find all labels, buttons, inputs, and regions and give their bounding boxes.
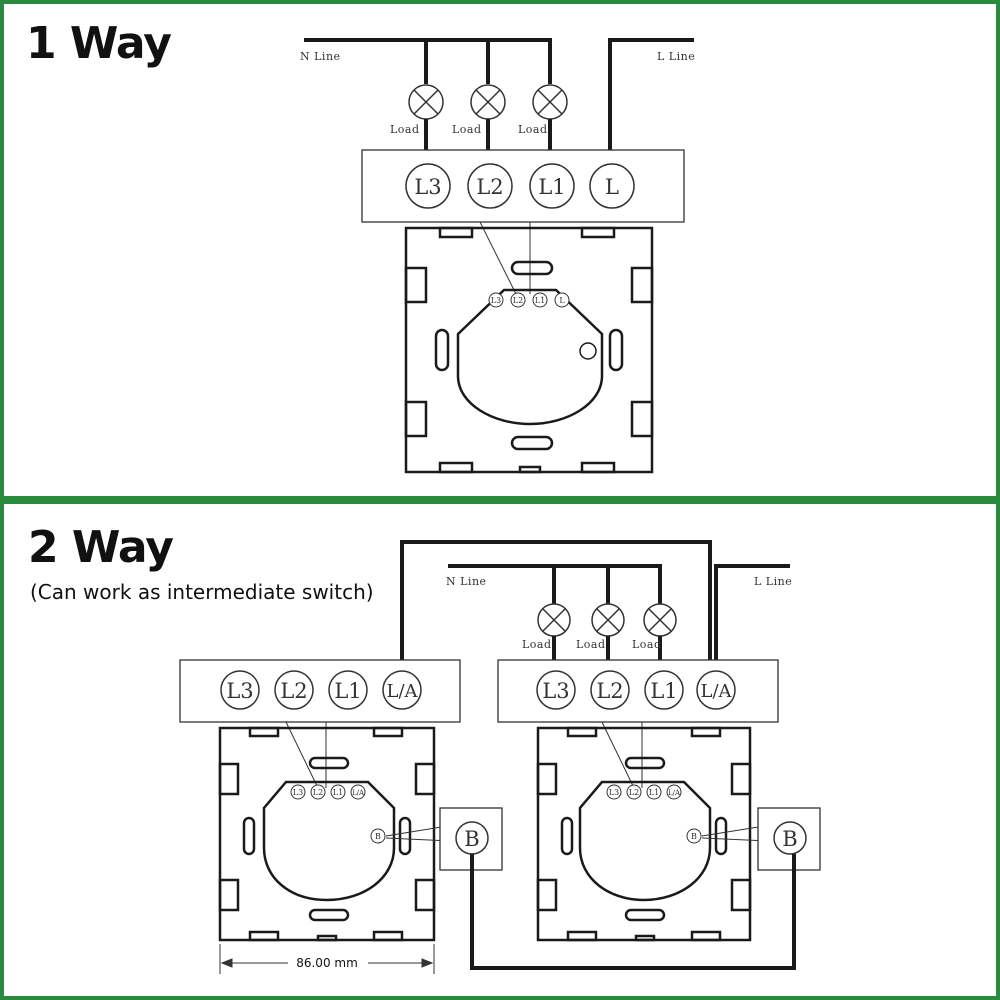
svg-text:L3: L3 [414, 175, 441, 199]
dimension-marker [219, 944, 435, 974]
l-line-label: L Line [657, 50, 695, 63]
load-lamp-2way-3 [643, 603, 677, 637]
l-line-label-2way: L Line [754, 575, 792, 588]
one-way-panel: 1 Way N Line L Line [0, 0, 1000, 500]
svg-text:B: B [464, 827, 479, 851]
svg-text:L1: L1 [535, 296, 545, 305]
traveller-wire-la [400, 540, 712, 674]
left-b-terminal: B [455, 821, 489, 855]
svg-text:L3: L3 [609, 788, 619, 797]
svg-text:L/A: L/A [352, 789, 365, 797]
terminal-l: L [589, 163, 635, 209]
right-switch-back-plate [536, 726, 752, 942]
two-way-panel: 2 Way (Can work as intermediate switch) … [0, 500, 1000, 1000]
svg-text:L2: L2 [313, 788, 323, 797]
n-line-wire [304, 38, 552, 84]
svg-text:L3: L3 [293, 788, 303, 797]
left-switch-back-plate [218, 726, 436, 942]
l-line-wire [608, 38, 694, 164]
svg-text:L2: L2 [629, 788, 639, 797]
svg-text:L3: L3 [542, 679, 569, 703]
svg-text:L3: L3 [226, 679, 253, 703]
left-terminal-l2: L2 [274, 670, 314, 710]
load-label-2: Load [452, 123, 482, 136]
two-way-title: 2 Way [28, 522, 174, 573]
svg-text:L1: L1 [649, 788, 659, 797]
one-way-title: 1 Way [26, 18, 172, 69]
svg-text:B: B [375, 832, 381, 841]
load-lamp-2way-2 [591, 603, 625, 637]
left-terminal-l1: L1 [328, 670, 368, 710]
svg-text:L1: L1 [333, 788, 343, 797]
load-lamp-1 [408, 84, 444, 120]
left-terminal-l3: L3 [220, 670, 260, 710]
svg-text:L2: L2 [280, 679, 307, 703]
two-way-subtitle: (Can work as intermediate switch) [30, 580, 374, 604]
load-label-1: Load [390, 123, 420, 136]
svg-text:L1: L1 [334, 679, 361, 703]
n-line-label: N Line [300, 50, 341, 63]
svg-text:L1: L1 [538, 175, 565, 199]
right-terminal-l3: L3 [536, 670, 576, 710]
load-label-2way-3: Load [632, 638, 662, 651]
switch-terminal-labels: L3 L2 L1 L [488, 292, 570, 308]
load-label-2way-2: Load [576, 638, 606, 651]
l-line-wire-2way [714, 564, 790, 674]
right-terminal-la: L/A [696, 670, 736, 710]
two-way-wiring-diagram: N Line L Line Load Load Load L3 [179, 540, 821, 974]
svg-text:L2: L2 [513, 296, 523, 305]
svg-text:L2: L2 [596, 679, 623, 703]
terminal-l2: L2 [467, 163, 513, 209]
svg-text:L3: L3 [491, 296, 501, 305]
svg-text:L/A: L/A [668, 789, 681, 797]
left-switch-terminal-labels: L3 L2 L1 L/A B [290, 784, 386, 844]
load-lamp-3 [532, 84, 568, 120]
switch-back-plate [404, 226, 654, 474]
svg-text:L: L [559, 296, 565, 305]
terminal-l1: L1 [529, 163, 575, 209]
svg-text:L: L [605, 175, 619, 199]
right-terminal-l1: L1 [644, 670, 684, 710]
right-switch-terminal-labels: L3 L2 L1 L/A B [606, 784, 702, 844]
svg-text:L1: L1 [650, 679, 677, 703]
svg-text:L2: L2 [476, 175, 503, 199]
n-line-wire-2way [448, 564, 662, 604]
svg-text:L/A: L/A [700, 681, 732, 702]
load-lamp-2 [470, 84, 506, 120]
right-terminal-l2: L2 [590, 670, 630, 710]
traveller-wire-b [470, 854, 796, 970]
one-way-wiring-diagram: N Line L Line Load Load Load L3 [300, 38, 695, 474]
svg-text:L/A: L/A [386, 681, 418, 702]
load-label-3: Load [518, 123, 548, 136]
load-lamp-2way-1 [537, 603, 571, 637]
left-terminal-la: L/A [382, 670, 422, 710]
svg-text:B: B [691, 832, 697, 841]
svg-text:B: B [782, 827, 797, 851]
dimension-label: 86.00 mm [296, 956, 358, 970]
n-line-label-2way: N Line [446, 575, 487, 588]
load-label-2way-1: Load [522, 638, 552, 651]
terminal-l3: L3 [405, 163, 451, 209]
right-b-terminal: B [773, 821, 807, 855]
